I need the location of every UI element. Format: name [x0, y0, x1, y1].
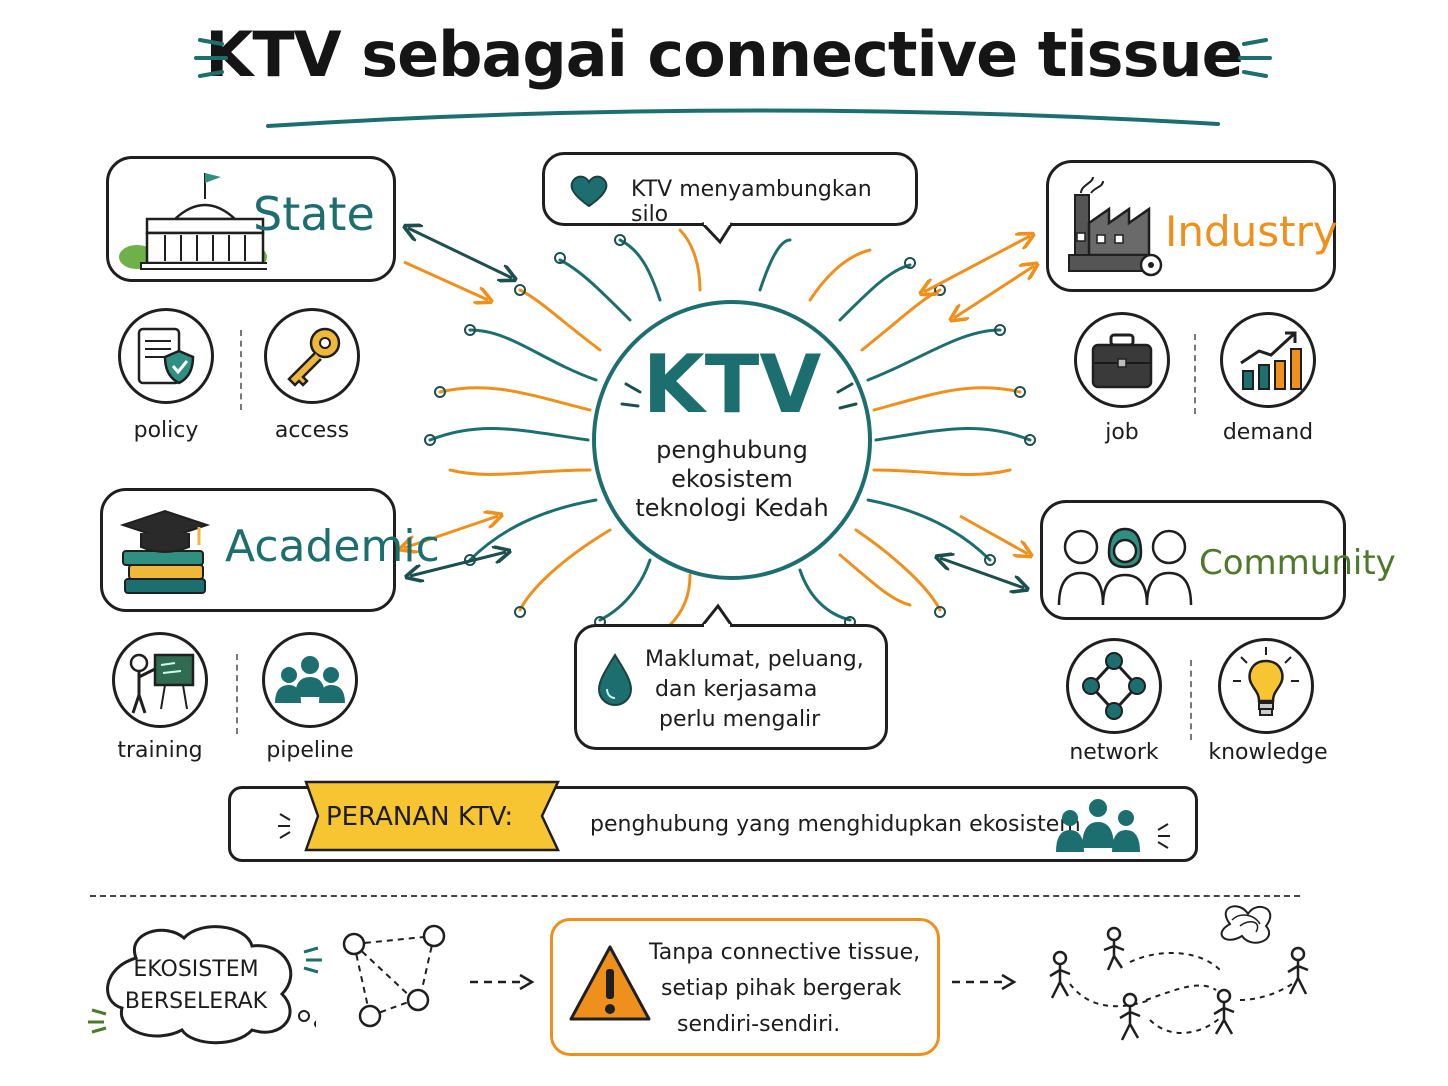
role-tag-ribbon — [304, 780, 560, 852]
access-circle — [264, 308, 360, 404]
cloud-line: BERSELERAK — [124, 989, 268, 1014]
community-box: Community — [1040, 500, 1396, 620]
spark-mark — [303, 946, 322, 974]
state-label: State — [253, 187, 375, 241]
briefcase-icon — [1091, 333, 1153, 389]
dashed-arrow — [470, 973, 535, 991]
state-box: State — [106, 156, 396, 282]
role-text: penghubung yang menghidupkan ekosistem — [590, 812, 1081, 837]
divider — [1190, 660, 1192, 740]
scattered-people-icon — [1049, 905, 1309, 1041]
bottom-bubble-tail — [700, 603, 734, 627]
role-tag: PERANAN KTV: — [326, 802, 514, 832]
policy-document-shield-icon — [137, 327, 195, 385]
divider — [1194, 334, 1196, 414]
industry-label: Industry — [1165, 207, 1338, 256]
top-speech-bubble: KTV menyambungkan silo — [542, 152, 918, 227]
knowledge-label: knowledge — [1208, 740, 1328, 765]
academic-label: Academic — [225, 521, 440, 572]
cloud-text: EKOSISTEM BERSELERAK — [116, 954, 276, 1018]
spark-mark — [278, 813, 291, 839]
page-title: KTV sebagai connective tissue — [205, 18, 1243, 91]
network-nodes-icon — [1082, 652, 1146, 720]
bottom-bubble-line: perlu mengalir — [659, 707, 821, 732]
academic-box: Academic — [100, 488, 440, 612]
warning-line: setiap pihak bergerak — [661, 976, 902, 1001]
three-people-icon — [1057, 527, 1193, 606]
graduation-cap-books-icon — [119, 509, 211, 594]
network-circle — [1066, 638, 1162, 734]
bottom-speech-bubble: Maklumat, peluang, dan kerjasama perlu m… — [574, 624, 888, 750]
bottom-bubble-line: Maklumat, peluang, — [645, 647, 864, 672]
demand-circle — [1220, 312, 1316, 408]
heart-icon — [570, 175, 608, 208]
center-subtitle-line: teknologi Kedah — [635, 494, 829, 522]
center-subtitle-line: penghubung — [656, 436, 808, 464]
key-icon — [287, 327, 341, 387]
lightbulb-icon — [1233, 647, 1299, 716]
section-divider — [90, 895, 1300, 897]
warning-line: Tanpa connective tissue, — [649, 940, 921, 965]
policy-label: policy — [133, 418, 199, 443]
center-subtitle: penghubung ekosistem teknologi Kedah — [612, 436, 852, 523]
divider — [240, 330, 242, 410]
knowledge-circle — [1218, 638, 1314, 734]
people-group-icon — [1056, 799, 1140, 852]
training-label: training — [117, 738, 203, 763]
job-label: job — [1105, 420, 1139, 445]
spark-mark — [1157, 823, 1170, 849]
factory-icon — [1068, 176, 1163, 277]
people-group-icon — [275, 656, 345, 703]
bottom-bubble-line: dan kerjasama — [655, 677, 818, 702]
training-circle — [112, 632, 208, 728]
top-bubble-text: KTV menyambungkan silo — [631, 177, 872, 227]
center-heading: KTV — [642, 338, 822, 431]
pipeline-circle — [262, 632, 358, 728]
spark-mark — [88, 1008, 107, 1034]
warning-triangle-icon — [569, 945, 651, 1021]
cloud-line: EKOSISTEM — [133, 957, 259, 982]
industry-box: Industry — [1046, 160, 1338, 292]
pipeline-label: pipeline — [266, 738, 354, 763]
warning-line: sendiri-sendiri. — [677, 1012, 841, 1037]
job-circle — [1074, 312, 1170, 408]
warning-text: Tanpa connective tissue, setiap pihak be… — [649, 935, 920, 1043]
scattered-ecosystem-cloud — [106, 925, 316, 1045]
title-decoration — [194, 38, 1272, 128]
water-drop-icon — [597, 653, 633, 707]
scattered-nodes-icon — [342, 924, 446, 1028]
bottom-bubble-text: Maklumat, peluang, dan kerjasama perlu m… — [645, 645, 864, 735]
demand-label: demand — [1222, 420, 1314, 445]
warning-box: Tanpa connective tissue, setiap pihak be… — [550, 918, 940, 1056]
dashed-arrow — [952, 973, 1017, 991]
rising-bar-chart-icon — [1240, 331, 1302, 390]
teacher-blackboard-icon — [129, 653, 195, 714]
network-label: network — [1069, 740, 1159, 765]
community-label: Community — [1199, 543, 1396, 583]
top-bubble-tail — [700, 222, 734, 245]
policy-circle — [118, 308, 214, 404]
divider — [236, 654, 238, 734]
government-building-icon — [119, 173, 267, 270]
access-label: access — [274, 418, 350, 443]
center-subtitle-line: ekosistem — [671, 465, 793, 493]
